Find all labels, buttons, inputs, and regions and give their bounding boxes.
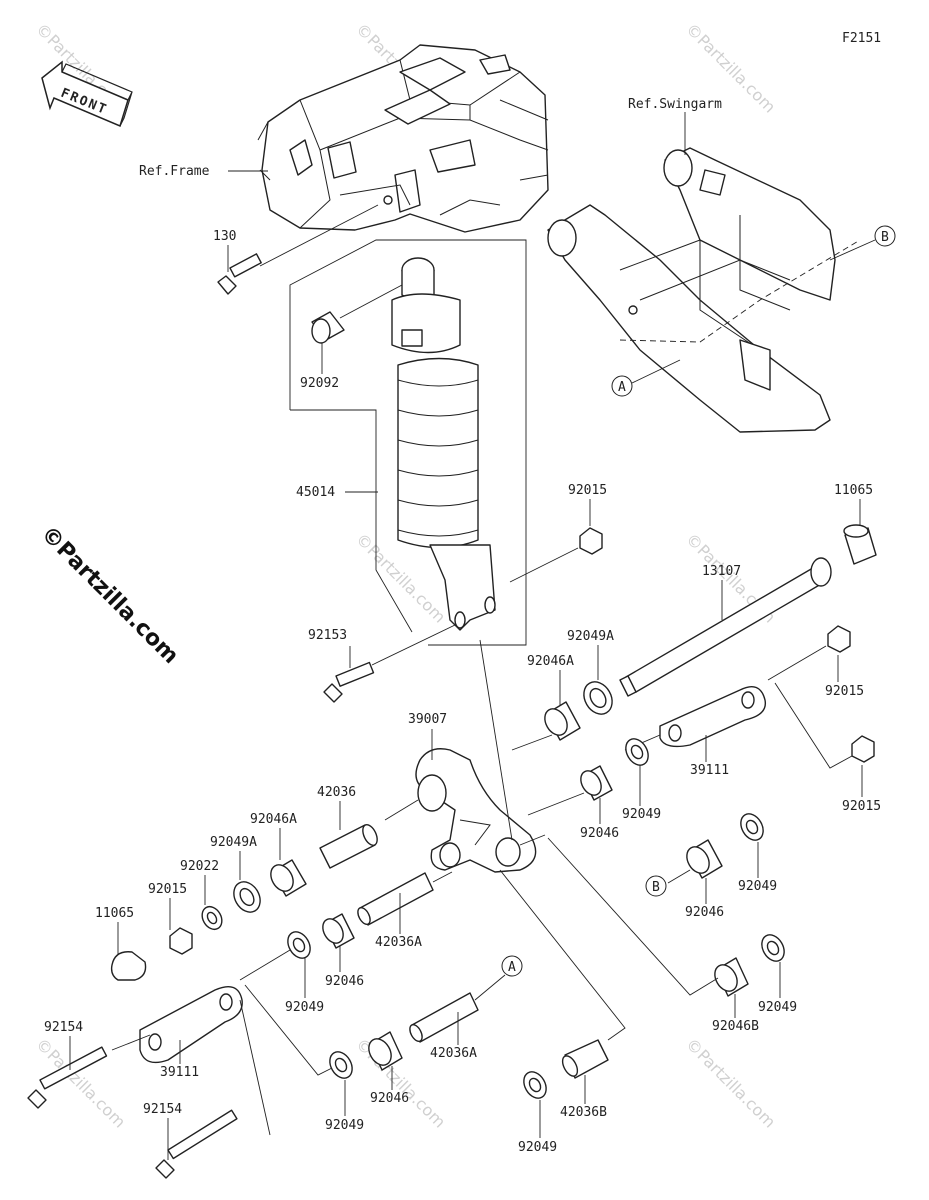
front-arrow-icon [41, 60, 129, 128]
part-label-92046-left-1: 92046 [325, 974, 364, 989]
cap-11065-left [110, 951, 147, 981]
callout-b-bottom: B [645, 875, 667, 897]
frame-drawing [257, 44, 549, 233]
part-label-92049-left-2: 92049 [325, 1118, 364, 1133]
diagram-code: F2151 [842, 31, 881, 46]
part-label-92046a-right: 92046A [527, 654, 574, 669]
nut-92015-left [169, 927, 193, 955]
swingarm-drawing [547, 147, 861, 433]
washer-92049a-left [233, 881, 261, 913]
part-label-92049-right-1: 92049 [622, 807, 661, 822]
part-label-92046-left-2: 92046 [370, 1091, 409, 1106]
watermark-8: ©Partzilla.com [682, 1034, 779, 1131]
bearing-92046-left-1 [322, 913, 355, 949]
sleeve-42036a-1 [357, 871, 453, 926]
bolt-92154-1 [27, 1034, 151, 1109]
callout-a-top-label: A [618, 380, 626, 395]
nut-92015-top [509, 527, 603, 583]
washer-92049-left-2 [329, 1051, 353, 1079]
part-label-39111-right: 39111 [690, 763, 729, 778]
part-label-42036: 42036 [317, 785, 356, 800]
sleeve-42036a-2 [409, 974, 506, 1043]
callout-a-bottom: A [501, 955, 523, 977]
part-label-92049-bottom: 92049 [518, 1140, 557, 1155]
part-label-130: 130 [213, 229, 236, 244]
washer-92049-right-3 [761, 934, 785, 962]
part-label-45014: 45014 [296, 485, 335, 500]
part-label-42036b: 42036B [560, 1105, 607, 1120]
bearing-92046-right-1 [527, 765, 613, 816]
part-label-92015-left: 92015 [148, 882, 187, 897]
part-label-92049a-right: 92049A [567, 629, 614, 644]
bearing-92046a-right [511, 701, 581, 751]
washer-92049-left-1 [239, 931, 311, 981]
bearing-92046b [714, 957, 749, 997]
nut-92015-right-1 [767, 625, 851, 681]
link-39111-left [139, 986, 243, 1064]
part-label-13107: 13107 [702, 564, 741, 579]
cap-11065-right [843, 524, 877, 565]
part-label-92015-top: 92015 [568, 483, 607, 498]
part-label-42036a-1: 42036A [375, 935, 422, 950]
callout-a-bottom-label: A [508, 960, 516, 975]
washer-92049-right-1 [625, 738, 649, 766]
washer-92022 [201, 905, 223, 931]
part-label-92049-right-3: 92049 [758, 1000, 797, 1015]
watermark-large: ©Partzilla.com [36, 522, 183, 669]
bearing-92046-right-2 [667, 839, 723, 884]
part-label-42036a-2: 42036A [430, 1046, 477, 1061]
part-label-39111-left: 39111 [160, 1065, 199, 1080]
part-label-92092: 92092 [300, 376, 339, 391]
part-label-39007: 39007 [408, 712, 447, 727]
part-label-92154-2: 92154 [143, 1102, 182, 1117]
rocker-39007 [384, 639, 546, 873]
ref-swingarm-label: Ref.Swingarm [628, 97, 722, 112]
bearing-92046a-left [270, 859, 307, 897]
part-label-11065-left: 11065 [95, 906, 134, 921]
sleeve-42036b [561, 1039, 609, 1079]
callout-b-top-label: B [881, 230, 889, 245]
bolt-130 [217, 204, 379, 295]
part-label-92049-right-2: 92049 [738, 879, 777, 894]
part-label-92015-right-2: 92015 [842, 799, 881, 814]
callout-b-bottom-label: B [652, 880, 660, 895]
part-label-92154-1: 92154 [44, 1020, 83, 1035]
bearing-92046-left-2 [368, 1031, 403, 1071]
washer-92049a-right [583, 681, 613, 715]
part-label-92049a-left: 92049A [210, 835, 257, 850]
sleeve-42036 [319, 824, 378, 869]
part-label-92046-right-2: 92046 [685, 905, 724, 920]
nut-92015-right-2 [851, 735, 875, 763]
front-arrow: FRONT [41, 60, 133, 128]
shock-absorber-45014 [391, 257, 496, 631]
part-label-92015-right-1: 92015 [825, 684, 864, 699]
part-label-92153: 92153 [308, 628, 347, 643]
callout-b-top: B [829, 225, 896, 261]
washer-92049-right-2 [740, 813, 764, 841]
part-label-92046b: 92046B [712, 1019, 759, 1034]
shaft-13107 [619, 557, 832, 697]
ref-frame-label: Ref.Frame [139, 164, 210, 179]
part-label-92022: 92022 [180, 859, 219, 874]
callout-a-top: A [611, 359, 681, 397]
part-label-92049-left-1: 92049 [285, 1000, 324, 1015]
washer-92049-bottom [523, 1071, 547, 1099]
link-39111-right [624, 686, 767, 751]
part-label-92046-right-1: 92046 [580, 826, 619, 841]
part-label-11065-right: 11065 [834, 483, 873, 498]
bolt-92153 [323, 624, 456, 703]
part-label-92046a-left: 92046A [250, 812, 297, 827]
collar-92092 [311, 284, 403, 344]
bolt-92154-2 [155, 1109, 238, 1179]
